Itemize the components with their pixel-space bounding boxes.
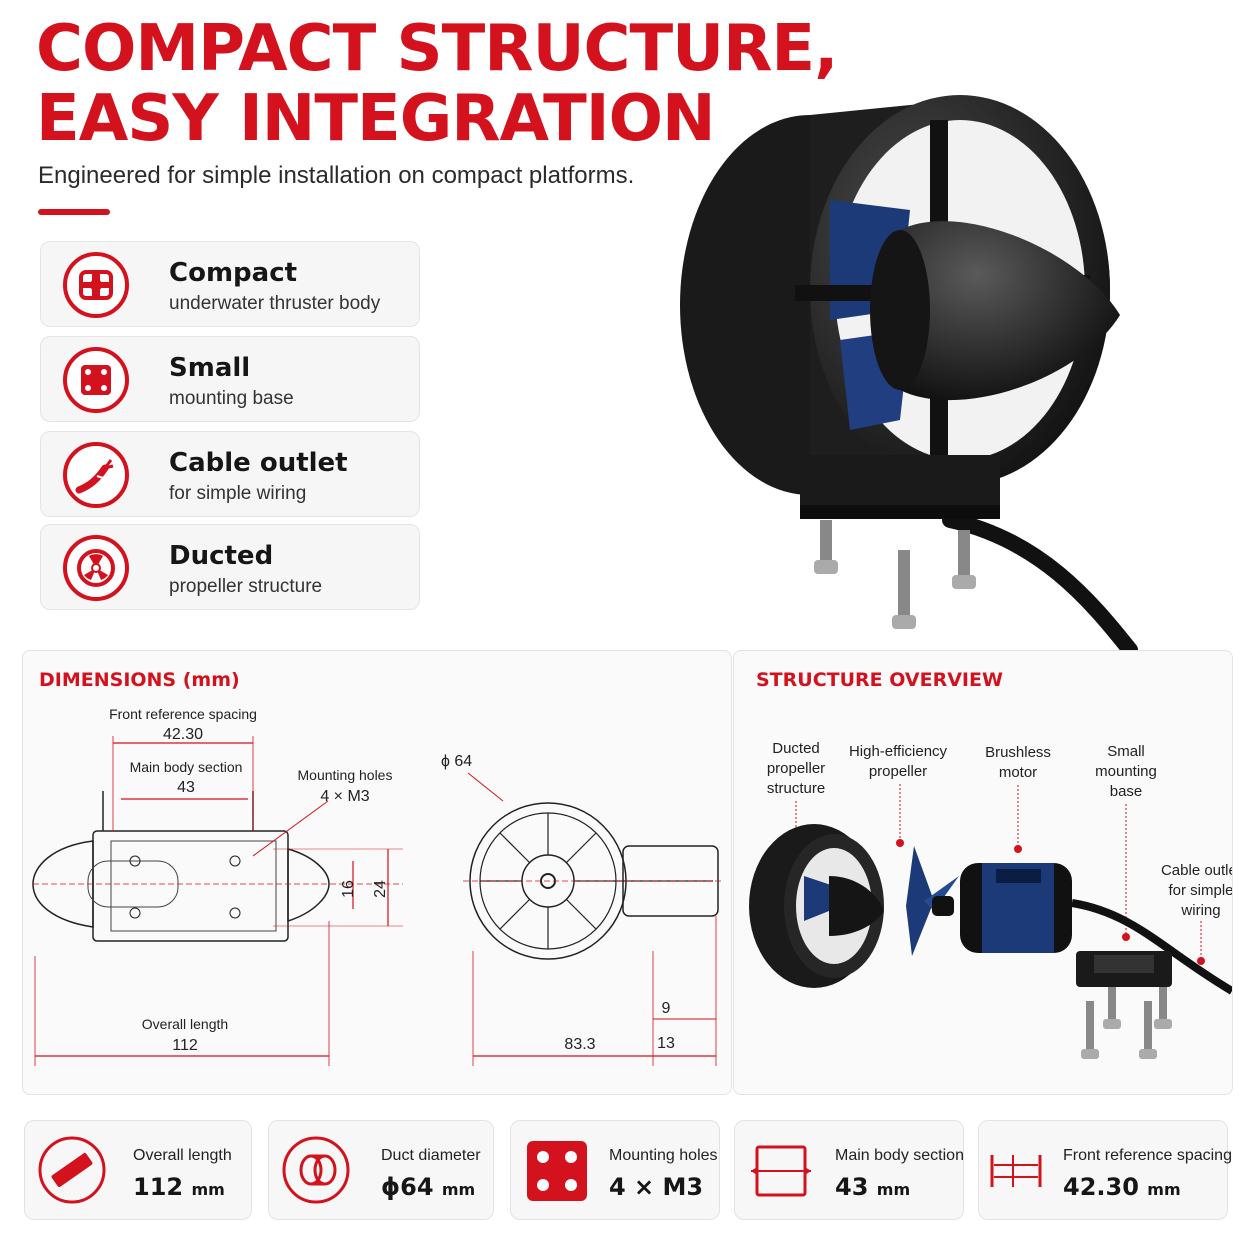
spec-card-duct-diameter: Duct diameter ϕ64 mm bbox=[268, 1120, 494, 1220]
section-icon bbox=[751, 1145, 811, 1197]
label-ducted-2: propeller bbox=[767, 760, 825, 777]
dimensions-title: DIMENSIONS (mm) bbox=[39, 669, 240, 691]
accent-divider bbox=[38, 209, 110, 215]
main-body-label: Main body section bbox=[130, 759, 243, 775]
overall-length-label: Overall length bbox=[142, 1016, 228, 1032]
spec-card-front-reference-spacing: Front reference spacing 42.30 mm bbox=[978, 1120, 1232, 1220]
label-cable-2: for simple bbox=[1168, 882, 1232, 899]
mounting-holes-value: 4 × M3 bbox=[320, 788, 369, 805]
ruler-icon bbox=[38, 1136, 106, 1204]
mounting-holes-label: Mounting holes bbox=[298, 767, 393, 783]
spec-card-mounting-holes: Mounting holes 4 × M3 bbox=[510, 1120, 720, 1220]
feature-subtitle: for simple wiring bbox=[169, 483, 307, 504]
label-propeller-1: High-efficiency bbox=[849, 743, 948, 760]
spec-value: 42.30 mm bbox=[1063, 1173, 1181, 1201]
structure-title: STRUCTURE OVERVIEW bbox=[756, 669, 1003, 691]
headline: COMPACT STRUCTURE, EASY INTEGRATION bbox=[36, 12, 838, 156]
overall-length-value: 112 bbox=[172, 1037, 198, 1054]
label-base-1: Small bbox=[1107, 743, 1145, 760]
spec-value: 4 × M3 bbox=[609, 1173, 704, 1201]
label-motor-2: motor bbox=[999, 764, 1037, 781]
spec-label: Overall length bbox=[133, 1147, 232, 1164]
label-propeller-2: propeller bbox=[869, 763, 927, 780]
feature-compact: Compact underwater thruster body bbox=[40, 241, 420, 327]
feature-title: Cable outlet bbox=[169, 448, 348, 478]
structure-panel: STRUCTURE OVERVIEW Ducted propeller stru… bbox=[733, 650, 1233, 1095]
feature-subtitle: propeller structure bbox=[169, 576, 323, 597]
label-cable-1: Cable outlet bbox=[1161, 862, 1232, 879]
holes-icon bbox=[527, 1141, 587, 1201]
spec-label: Front reference spacing bbox=[1063, 1147, 1232, 1164]
feature-title: Compact bbox=[169, 258, 298, 288]
exploded-view: Ducted propeller structure High-efficien… bbox=[749, 740, 1232, 1059]
thruster-product-image bbox=[680, 95, 1138, 650]
height-16: 16 bbox=[340, 880, 357, 898]
label-motor-1: Brushless bbox=[985, 744, 1051, 761]
label-ducted-3: structure bbox=[767, 780, 825, 797]
height-24: 24 bbox=[372, 880, 389, 898]
feature-title: Small bbox=[169, 353, 251, 383]
feature-cable-outlet: Cable outlet for simple wiring bbox=[40, 431, 420, 517]
cable-icon bbox=[63, 442, 129, 508]
spacing-icon bbox=[990, 1155, 1042, 1187]
duct-diameter-value: ϕ 64 bbox=[441, 753, 472, 770]
spec-card-overall-length: Overall length 112 mm bbox=[24, 1120, 252, 1220]
mounting-base-icon bbox=[63, 347, 129, 413]
feature-subtitle: underwater thruster body bbox=[169, 293, 381, 314]
headline-line-1: COMPACT STRUCTURE, bbox=[36, 12, 838, 86]
spec-value: 112 mm bbox=[133, 1173, 225, 1201]
spec-value: 43 mm bbox=[835, 1173, 911, 1201]
spec-label: Duct diameter bbox=[381, 1147, 481, 1164]
spec-card-main-body-section: Main body section 43 mm bbox=[734, 1120, 964, 1220]
dim-13-value: 13 bbox=[657, 1035, 675, 1052]
width-83-value: 83.3 bbox=[564, 1036, 595, 1053]
feature-subtitle: mounting base bbox=[169, 388, 294, 409]
label-cable-3: wiring bbox=[1180, 902, 1220, 919]
headline-line-2: EASY INTEGRATION bbox=[36, 82, 716, 156]
spec-label: Mounting holes bbox=[609, 1147, 718, 1164]
dim-9-value: 9 bbox=[662, 1000, 671, 1017]
feature-title: Ducted bbox=[169, 541, 274, 571]
feature-small: Small mounting base bbox=[40, 336, 420, 422]
dimensions-drawing: Front reference spacing 42.30 Main body … bbox=[32, 706, 723, 1066]
label-base-2: mounting bbox=[1095, 763, 1157, 780]
label-base-3: base bbox=[1110, 783, 1143, 800]
front-ref-label: Front reference spacing bbox=[109, 706, 257, 722]
spec-label: Main body section bbox=[835, 1147, 964, 1164]
main-body-value: 43 bbox=[177, 779, 195, 796]
spec-value: ϕ64 mm bbox=[381, 1173, 476, 1201]
duct-icon bbox=[282, 1136, 350, 1204]
label-ducted-1: Ducted bbox=[772, 740, 820, 757]
front-ref-value: 42.30 bbox=[163, 726, 203, 743]
subheadline: Engineered for simple installation on co… bbox=[38, 162, 635, 189]
propeller-icon bbox=[63, 535, 129, 601]
thruster-body-icon bbox=[63, 252, 129, 318]
feature-ducted: Ducted propeller structure bbox=[40, 524, 420, 610]
dimensions-panel: DIMENSIONS (mm) bbox=[22, 650, 732, 1095]
